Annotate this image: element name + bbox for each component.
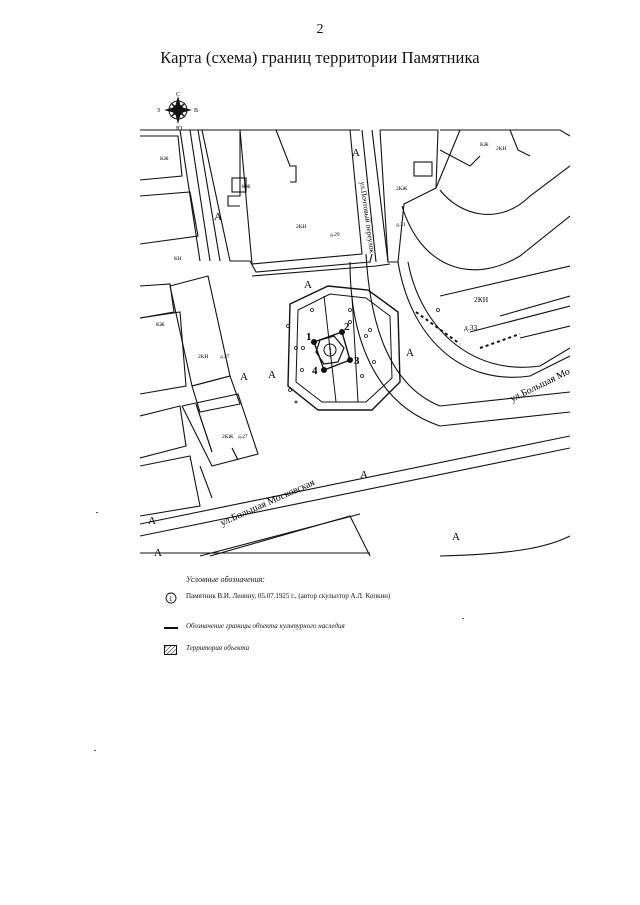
point-label-4: 4 (312, 365, 318, 377)
compass-e-label: В (194, 108, 198, 114)
street-label-bolshaya-mos: ул.Большая Мос (508, 364, 570, 405)
monument-square (287, 285, 401, 411)
building-code-3: КЖ (242, 184, 251, 190)
zone-a-9: А (452, 531, 460, 543)
house-number-31: д.31 (396, 222, 406, 228)
building-code-8: 2КН (474, 295, 489, 304)
legend: Условные обозначения: 1 Памятник В.И. Ле… (160, 575, 520, 664)
compass-rose-icon: С Ю З В (157, 92, 198, 132)
compass-s-label: Ю (176, 126, 182, 132)
svg-text:1: 1 (169, 595, 173, 603)
legend-item-boundary: Обозначение границы объекта культурного … (160, 620, 520, 634)
monument-symbol-icon: 1 (164, 592, 180, 604)
legend-text-monument: Памятник В.И. Ленину, 05.07.1925 г., (ав… (186, 592, 391, 600)
building-code-1: КЖ (160, 156, 169, 162)
zone-a-10: А (154, 547, 162, 559)
house-number-27-a: д.27 (220, 354, 230, 360)
house-number-29: д.29 (330, 232, 340, 238)
legend-text-territory: Территория объекта (186, 644, 250, 652)
legend-item-territory: Территория объекта (160, 642, 520, 656)
zone-a-4: А (240, 371, 248, 383)
building-code-7: КЖ (156, 322, 165, 328)
monument-marker: 1 (328, 346, 333, 356)
zone-a-7: А (360, 469, 368, 481)
building-code-11: КЖ (480, 142, 489, 148)
legend-heading: Условные обозначения: (186, 575, 265, 584)
house-number-33: д.33 (464, 323, 477, 332)
territory-hatch-icon (164, 644, 180, 655)
legend-item-monument: 1 Памятник В.И. Ленину, 05.07.1925 г., (… (160, 590, 520, 604)
zone-a-2: А (214, 211, 222, 223)
zone-a-8: А (148, 515, 156, 527)
point-label-2: 2 (344, 321, 350, 333)
compass-w-label: З (157, 108, 160, 114)
house-number-27-b: д.27 (238, 434, 248, 440)
zone-a-3: А (304, 279, 312, 291)
building-code-5: КН (174, 256, 182, 262)
point-label-1: 1 (306, 331, 312, 343)
page-number: 2 (316, 22, 324, 37)
zone-a-5: А (268, 369, 276, 381)
building-code-4: 2КН (296, 224, 306, 230)
building-code-10: 2КН (496, 146, 506, 152)
map: С Ю З В (140, 86, 570, 561)
compass-n-label: С (176, 92, 180, 98)
building-code-2: 2КЖ (396, 186, 407, 192)
building-code-9: 2КЖ (222, 434, 233, 440)
zone-a-1: А (352, 147, 360, 159)
legend-text-boundary: Обозначение границы объекта культурного … (186, 622, 345, 630)
zone-a-6: А (406, 347, 414, 359)
boundary-line-icon (164, 622, 180, 632)
building-code-6: 2КН (198, 354, 208, 360)
page-title: Карта (схема) границ территории Памятник… (160, 48, 480, 67)
point-label-3: 3 (354, 355, 360, 367)
